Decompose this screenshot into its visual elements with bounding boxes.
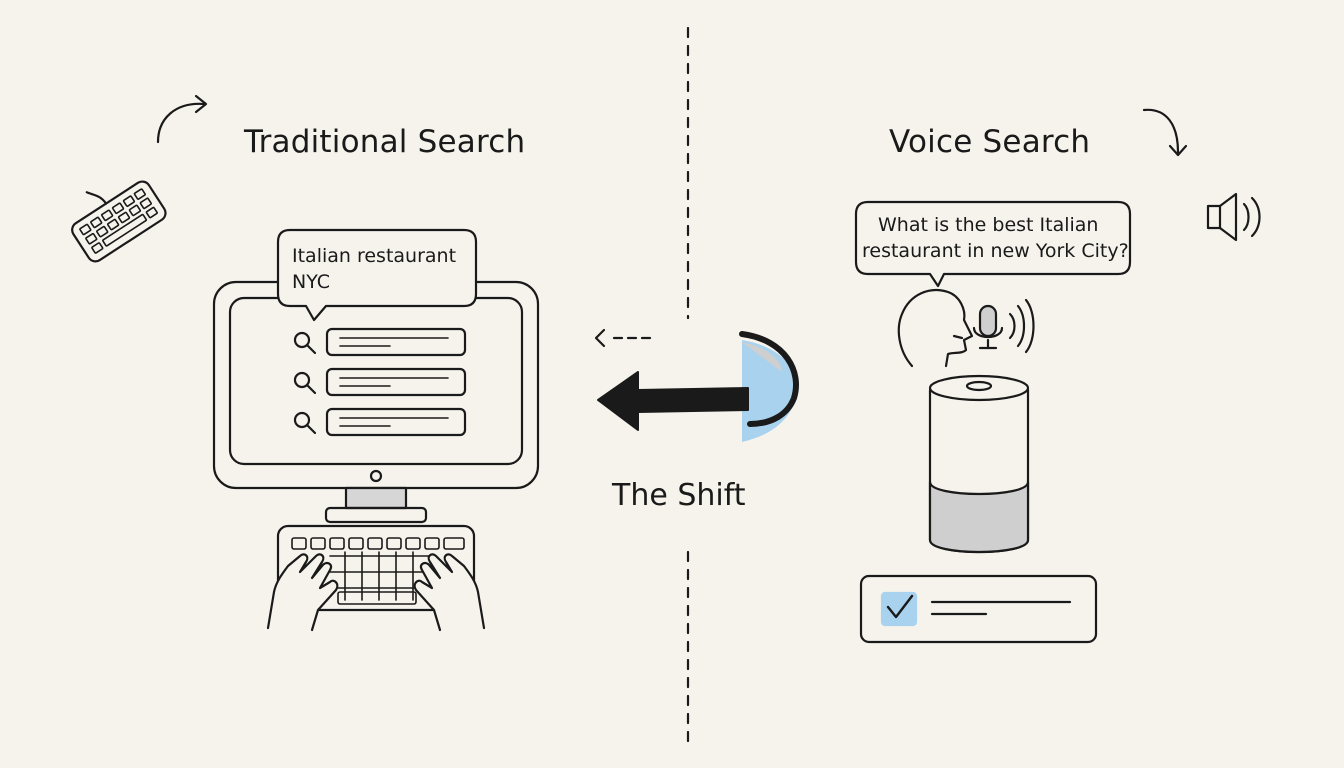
left-arrow-icon <box>594 328 658 348</box>
checkbox-icon <box>880 591 918 627</box>
typed-query-bubble: Italian restaurant NYC <box>276 228 478 322</box>
search-result-row <box>293 367 467 397</box>
hands-icon <box>266 553 486 632</box>
desk-keyboard <box>276 524 476 612</box>
typed-query-line1: Italian restaurant <box>292 245 456 267</box>
microphone-icon <box>972 298 1035 354</box>
traditional-search-title: Traditional Search <box>244 124 526 160</box>
head-profile-icon <box>897 288 974 368</box>
curved-arrow-icon <box>156 94 208 144</box>
keyboard-icon <box>71 180 167 263</box>
search-icon <box>293 411 317 435</box>
search-icon <box>293 331 317 355</box>
voice-query-line1: What is the best Italian <box>878 214 1098 236</box>
shift-label: The Shift <box>612 478 746 513</box>
search-icon <box>293 371 317 395</box>
smart-speaker-icon <box>928 374 1030 554</box>
curved-arrow-icon <box>1142 108 1188 157</box>
typed-query-line2: NYC <box>292 271 330 293</box>
voice-query-bubble: What is the best Italian restaurant in n… <box>854 200 1132 288</box>
voice-answer-card <box>859 574 1098 644</box>
search-results-list <box>293 327 467 437</box>
shift-arrow <box>597 331 799 442</box>
search-result-row <box>293 327 467 357</box>
monitor-illustration <box>212 280 540 524</box>
voice-query-line2: restaurant in new York City? <box>862 240 1129 262</box>
search-result-row <box>293 407 467 437</box>
speaker-icon <box>1206 192 1261 242</box>
voice-search-title: Voice Search <box>889 124 1091 160</box>
